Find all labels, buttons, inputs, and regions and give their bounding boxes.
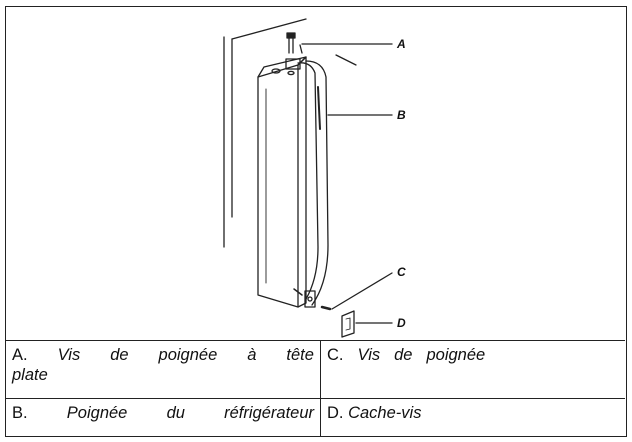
legend-c-line: C. Vis de poignée [327, 345, 619, 365]
legend-b-word: Poignée [66, 404, 128, 422]
legend-a-line1: A. Vis de poignée à tête [12, 345, 314, 365]
screw-cover-inner [345, 317, 351, 331]
screw-a-small [299, 44, 303, 54]
screw-cover-d [341, 310, 355, 338]
legend-cell-a: A. Vis de poignée à tête plate [6, 341, 321, 398]
legend-row-1: A. Vis de poignée à tête plate C. Vis de… [6, 341, 625, 399]
handle-detail [317, 86, 321, 130]
legend-c-letter: C. [327, 346, 344, 364]
door-top [257, 56, 307, 78]
legend-a-line2: plate [12, 366, 48, 384]
legend-b-line: B. Poignée du réfrigérateur [12, 403, 314, 423]
mount-hole [307, 296, 313, 302]
legend-d-desc: Cache-vis [348, 404, 422, 422]
legend-a-word: tête [286, 346, 314, 364]
handle-outer-edge [305, 60, 329, 306]
legend-a-word: poignée [158, 346, 218, 364]
door-front [257, 64, 299, 308]
handle-installation-illustration: A B C D [6, 7, 625, 341]
callout-b: B [397, 108, 406, 122]
handle-outer [297, 62, 319, 300]
screw-a-shaft [288, 36, 294, 54]
legend-cell-c: C. Vis de poignée [321, 341, 625, 398]
legend-c-word: poignée [426, 346, 486, 364]
screw-c [320, 305, 332, 311]
callout-d: D [397, 316, 406, 330]
door-side [297, 56, 307, 308]
legend-cell-d: D. Cache-vis [321, 399, 625, 436]
legend-d-letter: D. [327, 404, 344, 422]
legend-cell-b: B. Poignée du réfrigérateur [6, 399, 321, 436]
handle-top-mount [285, 58, 301, 70]
figure-frame: A B C D A. Vis de poignée à tête plate C… [5, 6, 627, 437]
legend-a-word: à [247, 346, 257, 364]
legend-c-word: de [394, 346, 413, 364]
leader-c [331, 272, 393, 310]
screw-arrow [293, 288, 303, 296]
legend-b-word: du [166, 404, 185, 422]
screw-a-head [286, 32, 296, 39]
line-drawing [223, 18, 393, 338]
callout-a: A [397, 37, 406, 51]
hinge-hole [287, 70, 295, 76]
cabinet-top-right [335, 54, 357, 66]
handle-bottom-mount [304, 290, 316, 308]
hinge-hole [271, 68, 281, 74]
cabinet-top-edge [231, 18, 307, 40]
legend-b-letter: B. [12, 404, 28, 422]
legend-a-letter: A. [12, 346, 28, 364]
legend-a-word: Vis [57, 346, 81, 364]
legend-a-word: de [110, 346, 129, 364]
legend-row-2: B. Poignée du réfrigérateur D. Cache-vis [6, 399, 625, 436]
legend-c-word: Vis [357, 346, 381, 364]
legend-b-word: réfrigérateur [224, 404, 314, 422]
callout-c: C [397, 265, 406, 279]
